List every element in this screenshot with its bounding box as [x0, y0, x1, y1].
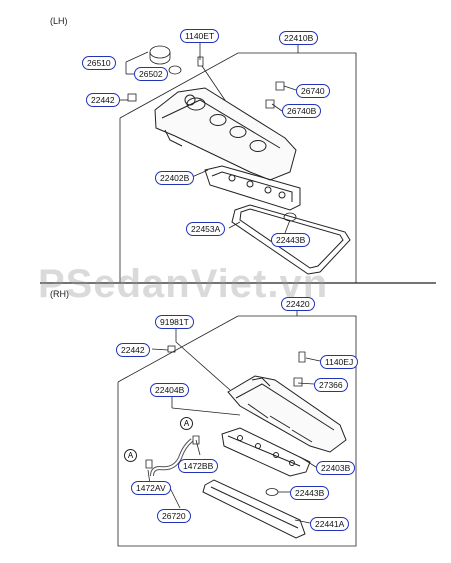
callout-22442[interactable]: 22442: [86, 93, 120, 107]
section-lh-title: (LH): [50, 16, 68, 26]
callout-22404B[interactable]: 22404B: [150, 383, 190, 397]
callout-22441A[interactable]: 22441A: [310, 517, 350, 531]
callout-22410B[interactable]: 22410B: [279, 31, 319, 45]
callout-22453A[interactable]: 22453A: [186, 222, 226, 236]
callout-1472BB[interactable]: 1472BB: [178, 459, 219, 473]
rh-oring: [265, 488, 279, 496]
callout-22402B[interactable]: 22402B: [155, 171, 195, 185]
lh-cover-gasket: [231, 204, 351, 275]
lh-oring: [283, 212, 297, 222]
callout-22442-rh[interactable]: 22442: [116, 343, 150, 357]
callout-26740[interactable]: 26740: [296, 84, 330, 98]
lh-valve-cover: [154, 87, 297, 181]
lh-frame-top: [119, 52, 357, 283]
section-rh-title: (RH): [50, 289, 69, 299]
reference-marker-a: A: [180, 417, 193, 430]
lh-oil-cap: [149, 45, 182, 75]
callout-22443B-rh[interactable]: 22443B: [290, 486, 330, 500]
rh-bolt: [298, 351, 306, 363]
rh-cover-gasket: [202, 479, 306, 539]
callout-26720[interactable]: 26720: [157, 509, 191, 523]
reference-marker-a: A: [124, 449, 137, 462]
rh-gasket: [221, 427, 311, 477]
callout-27366[interactable]: 27366: [314, 378, 348, 392]
lh-pcv: [275, 81, 285, 91]
callout-26740B[interactable]: 26740B: [282, 104, 322, 118]
rh-valve-cover: [227, 375, 347, 453]
lh-gasket: [204, 165, 301, 211]
rh-frame-left: [117, 315, 357, 547]
callout-26502[interactable]: 26502: [134, 67, 168, 81]
callout-22443B-lh[interactable]: 22443B: [271, 233, 311, 247]
lh-bolt: [197, 56, 204, 67]
callout-26510[interactable]: 26510: [82, 56, 116, 70]
callout-91981T[interactable]: 91981T: [155, 315, 194, 329]
callout-1140EJ[interactable]: 1140EJ: [320, 355, 359, 369]
watermark: PSedanViet.vn: [38, 262, 329, 306]
callout-1140ET[interactable]: 1140ET: [180, 29, 220, 43]
rh-22442-seal: [167, 345, 176, 353]
callout-1472AV[interactable]: 1472AV: [131, 481, 171, 495]
callout-22420[interactable]: 22420: [281, 297, 315, 311]
callout-22403B[interactable]: 22403B: [316, 461, 356, 475]
lh-22442-seal: [127, 93, 137, 102]
